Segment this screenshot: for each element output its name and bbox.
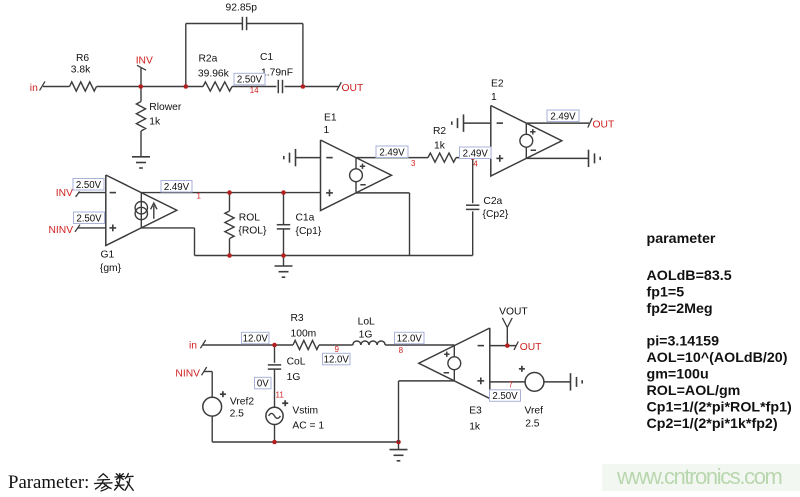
svg-text:1: 1 — [197, 192, 202, 201]
svg-text:{gm}: {gm} — [100, 263, 122, 274]
svg-text:4: 4 — [473, 160, 478, 169]
svg-text:fp1=5: fp1=5 — [647, 285, 685, 301]
svg-text:2.49V: 2.49V — [164, 182, 190, 193]
svg-text:E1: E1 — [324, 113, 337, 124]
svg-text:NINV: NINV — [175, 368, 200, 379]
svg-text:{Cp2}: {Cp2} — [483, 209, 509, 220]
svg-text:1G: 1G — [359, 329, 373, 340]
svg-text:8: 8 — [399, 346, 404, 355]
svg-text:11: 11 — [276, 390, 285, 399]
svg-text:ROL=AOL/gm: ROL=AOL/gm — [647, 383, 741, 399]
svg-text:1: 1 — [324, 125, 330, 136]
svg-text:OUT: OUT — [593, 119, 615, 130]
svg-text:in: in — [30, 83, 38, 94]
svg-text:2.49V: 2.49V — [379, 147, 405, 158]
svg-text:1.79nF: 1.79nF — [261, 68, 293, 79]
svg-text:39.96k: 39.96k — [198, 69, 230, 80]
svg-text:Vstim: Vstim — [292, 406, 318, 417]
svg-text:3.8k: 3.8k — [71, 64, 91, 75]
svg-text:1k: 1k — [149, 116, 161, 127]
svg-text:C2a: C2a — [483, 196, 502, 207]
svg-text:R3: R3 — [291, 313, 304, 324]
svg-text:www.cntronics.com: www.cntronics.com — [616, 464, 782, 489]
svg-text:1k: 1k — [434, 140, 446, 151]
svg-text:2.50V: 2.50V — [492, 391, 518, 402]
svg-text:AOL=10^(AOLdB/20): AOL=10^(AOLdB/20) — [647, 350, 788, 366]
svg-text:OUT: OUT — [520, 342, 542, 353]
svg-text:12.0V: 12.0V — [243, 334, 269, 345]
svg-text:Rlower: Rlower — [149, 102, 182, 113]
svg-text:CoL: CoL — [287, 356, 306, 367]
svg-text:1k: 1k — [469, 422, 481, 433]
svg-text:C1a: C1a — [296, 213, 315, 224]
svg-text:fp2=2Meg: fp2=2Meg — [647, 301, 713, 317]
svg-text:Vref: Vref — [525, 406, 544, 417]
svg-text:100m: 100m — [291, 328, 317, 339]
svg-text:Parameter:: Parameter: — [8, 472, 89, 492]
svg-text:ROL: ROL — [239, 213, 260, 224]
svg-text:{Cp1}: {Cp1} — [296, 226, 322, 237]
svg-text:92.85p: 92.85p — [226, 2, 258, 13]
svg-text:1: 1 — [491, 92, 497, 103]
svg-text:Vref2: Vref2 — [230, 396, 255, 407]
svg-text:AC = 1: AC = 1 — [292, 420, 324, 431]
svg-text:0V: 0V — [257, 379, 269, 390]
svg-text:2.50V: 2.50V — [76, 180, 102, 191]
svg-text:2.49V: 2.49V — [463, 148, 489, 159]
svg-text:2.50V: 2.50V — [76, 213, 102, 224]
svg-text:VOUT: VOUT — [499, 306, 528, 317]
svg-text:14: 14 — [250, 86, 259, 95]
svg-text:3: 3 — [411, 159, 416, 168]
svg-text:gm=100u: gm=100u — [647, 367, 709, 383]
svg-text:12.0V: 12.0V — [324, 355, 350, 366]
svg-text:pi=3.14159: pi=3.14159 — [647, 334, 720, 350]
svg-text:9: 9 — [335, 345, 340, 354]
svg-text:R2: R2 — [433, 126, 446, 137]
svg-text:AOLdB=83.5: AOLdB=83.5 — [647, 268, 732, 284]
svg-text:2.50V: 2.50V — [237, 75, 263, 86]
svg-text:INV: INV — [136, 56, 153, 67]
svg-text:2.5: 2.5 — [230, 409, 245, 420]
svg-text:parameter: parameter — [647, 231, 716, 247]
svg-text:LoL: LoL — [358, 316, 375, 327]
svg-text:R6: R6 — [76, 53, 89, 64]
svg-text:C1: C1 — [260, 52, 273, 63]
svg-text:E3: E3 — [469, 406, 482, 417]
svg-text:E2: E2 — [491, 79, 504, 90]
svg-text:2.49V: 2.49V — [550, 111, 576, 122]
svg-text:R2a: R2a — [199, 53, 218, 64]
svg-text:12.0V: 12.0V — [397, 334, 423, 345]
svg-text:1G: 1G — [287, 372, 301, 383]
svg-text:G1: G1 — [101, 250, 115, 261]
svg-text:in: in — [189, 341, 197, 352]
svg-text:7: 7 — [509, 381, 514, 390]
svg-text:Cp1=1/(2*pi*ROL*fp1): Cp1=1/(2*pi*ROL*fp1) — [647, 400, 793, 416]
svg-text:2.5: 2.5 — [525, 419, 540, 430]
svg-text:NINV: NINV — [49, 225, 74, 236]
svg-text:OUT: OUT — [342, 83, 364, 94]
svg-text:Cp2=1/(2*pi*1k*fp2): Cp2=1/(2*pi*1k*fp2) — [647, 416, 778, 432]
svg-text:{ROL}: {ROL} — [238, 226, 267, 237]
svg-text:INV: INV — [56, 188, 73, 199]
